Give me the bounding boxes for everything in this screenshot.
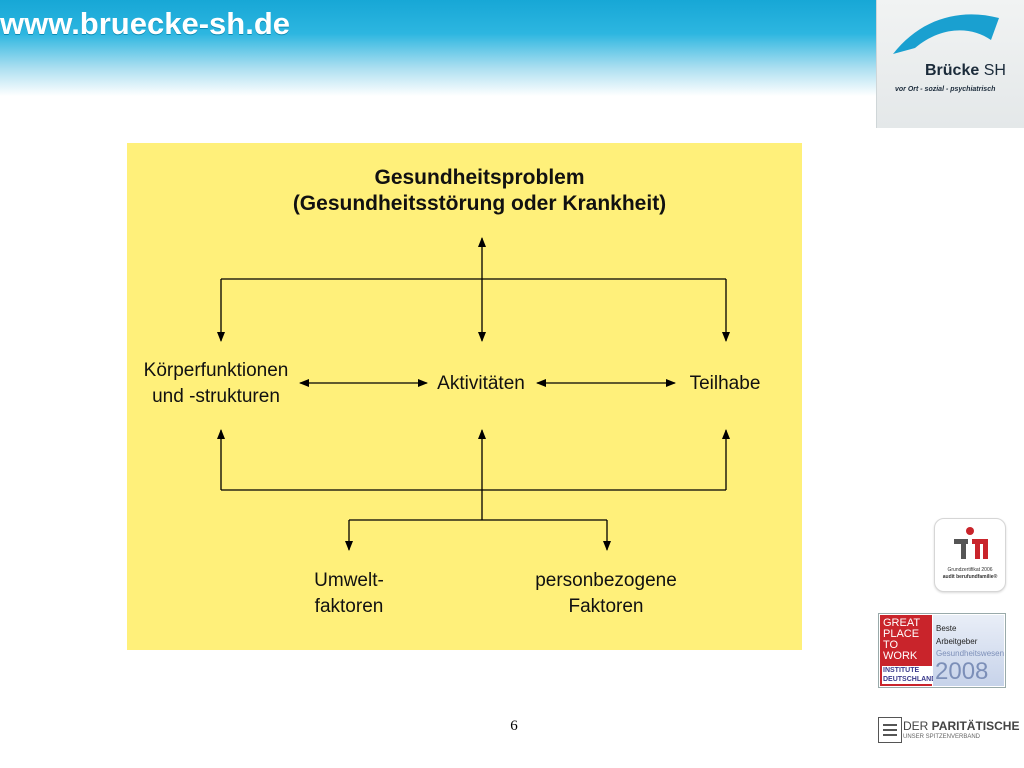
diagram-title: Gesundheitsproblem (Gesundheitsstörung o… — [277, 165, 682, 217]
paritaet-box-icon — [878, 717, 902, 743]
header-band: www.bruecke-sh.de — [0, 0, 876, 96]
gptw-institute-line2: DEUTSCHLAND — [883, 676, 937, 683]
node-teilhabe: Teilhabe — [689, 373, 761, 394]
gptw-line-arbeitgeber: Arbeitgeber — [936, 637, 978, 646]
node-personen-line1: personbezogene — [535, 570, 677, 591]
node-koerper: Körperfunktionen und -strukturen — [141, 358, 291, 410]
audit-berufundfamilie-badge[interactable]: Grundzertifikat 2006 audit berufundfamil… — [934, 518, 1006, 592]
diagram-title-line2: (Gesundheitsstörung oder Krankheit) — [292, 192, 667, 215]
logo-brand: Brücke SH — [925, 62, 1006, 80]
wave-logo-icon — [893, 14, 999, 54]
node-umwelt: Umwelt- faktoren — [299, 568, 399, 620]
gptw-word-4: WORK — [883, 650, 918, 662]
site-url[interactable]: www.bruecke-sh.de — [0, 6, 290, 41]
node-personen: personbezogene Faktoren — [520, 568, 692, 620]
logo-brand-suffix: SH — [983, 62, 1006, 79]
node-umwelt-line1: Umwelt- — [314, 570, 384, 591]
gptw-year: 2008 — [935, 658, 989, 685]
logo-brand-main: Brücke — [925, 62, 980, 79]
gptw-word-1: GREAT — [883, 617, 921, 629]
diagram-title-line1: Gesundheitsproblem — [374, 166, 585, 189]
icf-diagram: Gesundheitsproblem (Gesundheitsstörung o… — [127, 143, 802, 650]
gptw-institute: INSTITUTE DEUTSCHLAND — [882, 666, 937, 684]
paritaetische-logo[interactable]: DER PARITÄTISCHE UNSER SPITZENVERBAND — [878, 715, 1019, 745]
audit-line2: audit berufundfamilie® — [942, 574, 998, 580]
paritaet-prefix: DER — [903, 719, 932, 733]
gptw-line-gesundheitswesen: Gesundheitswesen — [936, 649, 1005, 658]
paritaet-name-bold: PARITÄTISCHE — [931, 719, 1020, 733]
bruecke-logo[interactable]: Brücke SH vor Ort - sozial - psychiatris… — [876, 0, 1024, 128]
paritaet-sub: UNSER SPITZENVERBAND — [903, 734, 981, 740]
paritaet-name: DER PARITÄTISCHE — [903, 719, 1019, 733]
diagram-connectors — [217, 237, 730, 551]
audit-line1: Grundzertifikat 2006 — [947, 567, 993, 573]
logo-tagline: vor Ort - sozial - psychiatrisch — [895, 86, 996, 93]
node-umwelt-line2: faktoren — [314, 596, 384, 617]
node-koerper-line1: Körperfunktionen — [143, 360, 289, 381]
great-place-to-work-badge[interactable]: GREAT PLACE TO WORK INSTITUTE DEUTSCHLAN… — [878, 613, 1006, 688]
gptw-word-3: TO — [883, 639, 899, 651]
node-personen-line2: Faktoren — [568, 596, 644, 617]
gptw-info-panel: Beste Arbeitgeber Gesundheitswesen 2008 — [933, 615, 1004, 686]
node-koerper-line2: und -strukturen — [152, 386, 280, 407]
node-aktivitaeten: Aktivitäten — [437, 373, 525, 394]
gptw-red-panel: GREAT PLACE TO WORK INSTITUTE DEUTSCHLAN… — [880, 615, 937, 686]
page-number: 6 — [510, 718, 518, 734]
audit-logo-icon — [954, 527, 988, 559]
gptw-word-2: PLACE — [883, 628, 920, 640]
gptw-line-beste: Beste — [936, 624, 957, 633]
gptw-institute-line1: INSTITUTE — [883, 667, 920, 674]
